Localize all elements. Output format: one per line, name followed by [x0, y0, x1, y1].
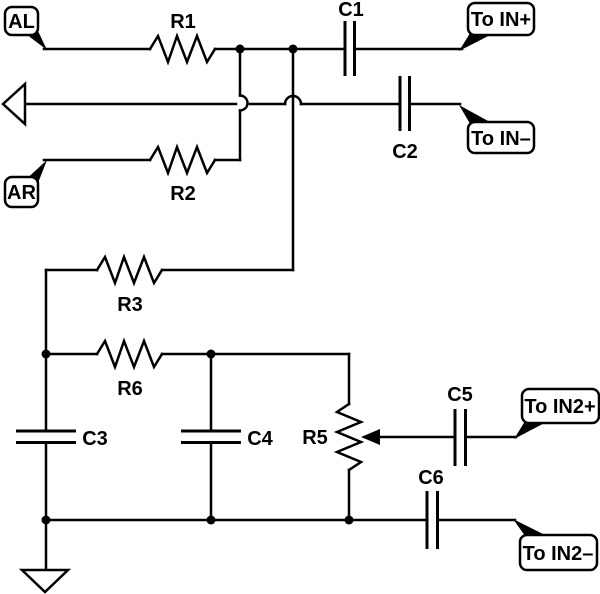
junction-dot: [206, 349, 216, 359]
al-label: AL: [8, 11, 35, 33]
capacitor-c5-label: C5: [447, 384, 473, 406]
junction-dot: [206, 515, 216, 525]
label-box-to-in-minus: [466, 120, 536, 155]
label-box-ar: [3, 175, 40, 209]
offpage-arrow-icon: [1, 81, 27, 127]
junction-dot: [235, 44, 245, 54]
wire-vertical-a-hop: [238, 94, 249, 112]
junction-dot: [344, 515, 354, 525]
resistor-r3-zigzag: [95, 253, 164, 287]
to-in-minus-label: To IN–: [471, 128, 531, 150]
resistor-r6-label: R6: [117, 378, 143, 400]
to-in-plus-label: To IN+: [471, 9, 531, 31]
resistor-r1-label: R1: [170, 11, 196, 33]
label-box-to-in2-minus: [518, 533, 599, 572]
label-box-to-in-plus: [466, 1, 536, 37]
junction-dot: [41, 515, 51, 525]
ar-label: AR: [7, 182, 36, 204]
to-in2-minus-label: To IN2–: [523, 543, 594, 565]
ground-symbol-icon: [18, 568, 72, 594]
capacitor-c6-label: C6: [418, 467, 444, 489]
resistor-r6-zigzag: [95, 337, 164, 371]
junction-dot: [288, 44, 298, 54]
junction-dot: [41, 349, 51, 359]
capacitor-c1-label: C1: [338, 0, 364, 21]
resistor-r3-label: R3: [117, 294, 143, 316]
label-box-al: [3, 5, 40, 37]
resistor-r2-zigzag: [148, 143, 217, 177]
capacitor-c4-label: C4: [247, 428, 273, 450]
resistor-r5-label: R5: [302, 427, 328, 449]
capacitor-c2-label: C2: [392, 141, 418, 163]
to-in2-plus-label: To IN2+: [524, 396, 595, 418]
resistor-r2-label: R2: [170, 183, 196, 205]
resistor-r5-zigzag: [333, 402, 365, 472]
label-box-to-in2-plus: [520, 387, 600, 425]
capacitor-c3-label: C3: [82, 428, 108, 450]
resistor-r1-zigzag: [148, 32, 217, 66]
potentiometer-wiper-arrow-icon: [361, 429, 380, 445]
